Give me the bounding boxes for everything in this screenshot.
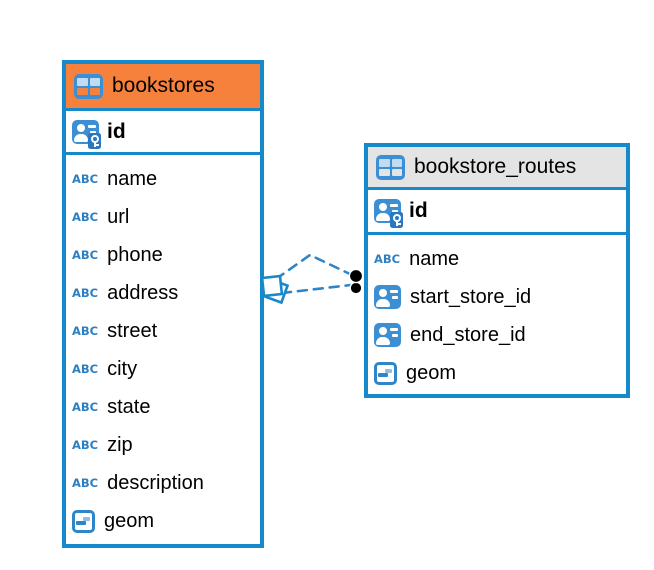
text-type-icon: ABC (72, 210, 99, 224)
column-name: address (107, 281, 179, 304)
primary-key-row[interactable]: id (66, 111, 260, 155)
column-name: description (107, 471, 204, 494)
column-name: geom (104, 509, 155, 532)
table-title: bookstore_routes (414, 155, 577, 178)
column-name: id (107, 119, 126, 143)
text-type-icon: ABC (72, 438, 99, 452)
geometry-type-icon (72, 509, 95, 533)
column-name: name (409, 247, 460, 270)
column-name: end_store_id (410, 323, 526, 346)
column-row-state[interactable]: ABC state (66, 388, 260, 426)
column-row-name[interactable]: ABC name (66, 160, 260, 198)
column-row-url[interactable]: ABC url (66, 198, 260, 236)
column-name: url (107, 205, 130, 228)
table-icon (376, 154, 405, 180)
text-type-icon: ABC (72, 172, 99, 186)
primary-key-icon (374, 199, 403, 228)
column-name: id (409, 199, 428, 222)
column-name: start_store_id (410, 285, 532, 308)
text-type-icon: ABC (72, 248, 99, 262)
column-name: geom (406, 361, 457, 384)
relationship-line-upper[interactable] (274, 253, 354, 281)
table-title: bookstores (112, 74, 215, 97)
column-name: phone (107, 243, 163, 266)
column-name: city (107, 357, 138, 380)
column-row-geom[interactable]: geom (66, 502, 260, 540)
text-type-icon: ABC (72, 362, 99, 376)
column-row-geom[interactable]: geom (368, 354, 626, 392)
column-name: state (107, 395, 151, 418)
column-name: zip (107, 433, 133, 456)
geometry-type-icon (374, 361, 397, 385)
column-row-name[interactable]: ABC name (368, 240, 626, 278)
text-type-icon: ABC (72, 476, 99, 490)
diamond-endpoint-marker[interactable] (260, 274, 290, 305)
column-list: ABC name ABC url ABC phone ABC address A… (66, 155, 260, 540)
text-type-icon: ABC (72, 286, 99, 300)
column-row-city[interactable]: ABC city (66, 350, 260, 388)
table-bookstore-routes[interactable]: bookstore_routes id ABC name start_store… (364, 143, 630, 398)
dot-endpoint-marker[interactable] (348, 268, 364, 295)
text-type-icon: ABC (72, 324, 99, 338)
column-name: street (107, 319, 158, 342)
column-row-phone[interactable]: ABC phone (66, 236, 260, 274)
reference-type-icon (374, 323, 401, 347)
column-row-zip[interactable]: ABC zip (66, 426, 260, 464)
column-row-address[interactable]: ABC address (66, 274, 260, 312)
column-row-description[interactable]: ABC description (66, 464, 260, 502)
reference-type-icon (374, 285, 401, 309)
text-type-icon: ABC (72, 400, 99, 414)
column-name: name (107, 167, 158, 190)
primary-key-row[interactable]: id (368, 190, 626, 235)
column-row-street[interactable]: ABC street (66, 312, 260, 350)
primary-key-icon (72, 119, 101, 149)
table-icon (74, 73, 103, 99)
column-row-start-store-id[interactable]: start_store_id (368, 278, 626, 316)
table-header[interactable]: bookstore_routes (368, 147, 626, 190)
relationship-line-lower[interactable] (280, 283, 353, 295)
column-list: ABC name start_store_id end_store_id geo… (368, 235, 626, 392)
table-header[interactable]: bookstores (66, 64, 260, 111)
text-type-icon: ABC (374, 252, 401, 266)
table-bookstores[interactable]: bookstores id ABC name ABC url ABC phone… (62, 60, 264, 548)
column-row-end-store-id[interactable]: end_store_id (368, 316, 626, 354)
